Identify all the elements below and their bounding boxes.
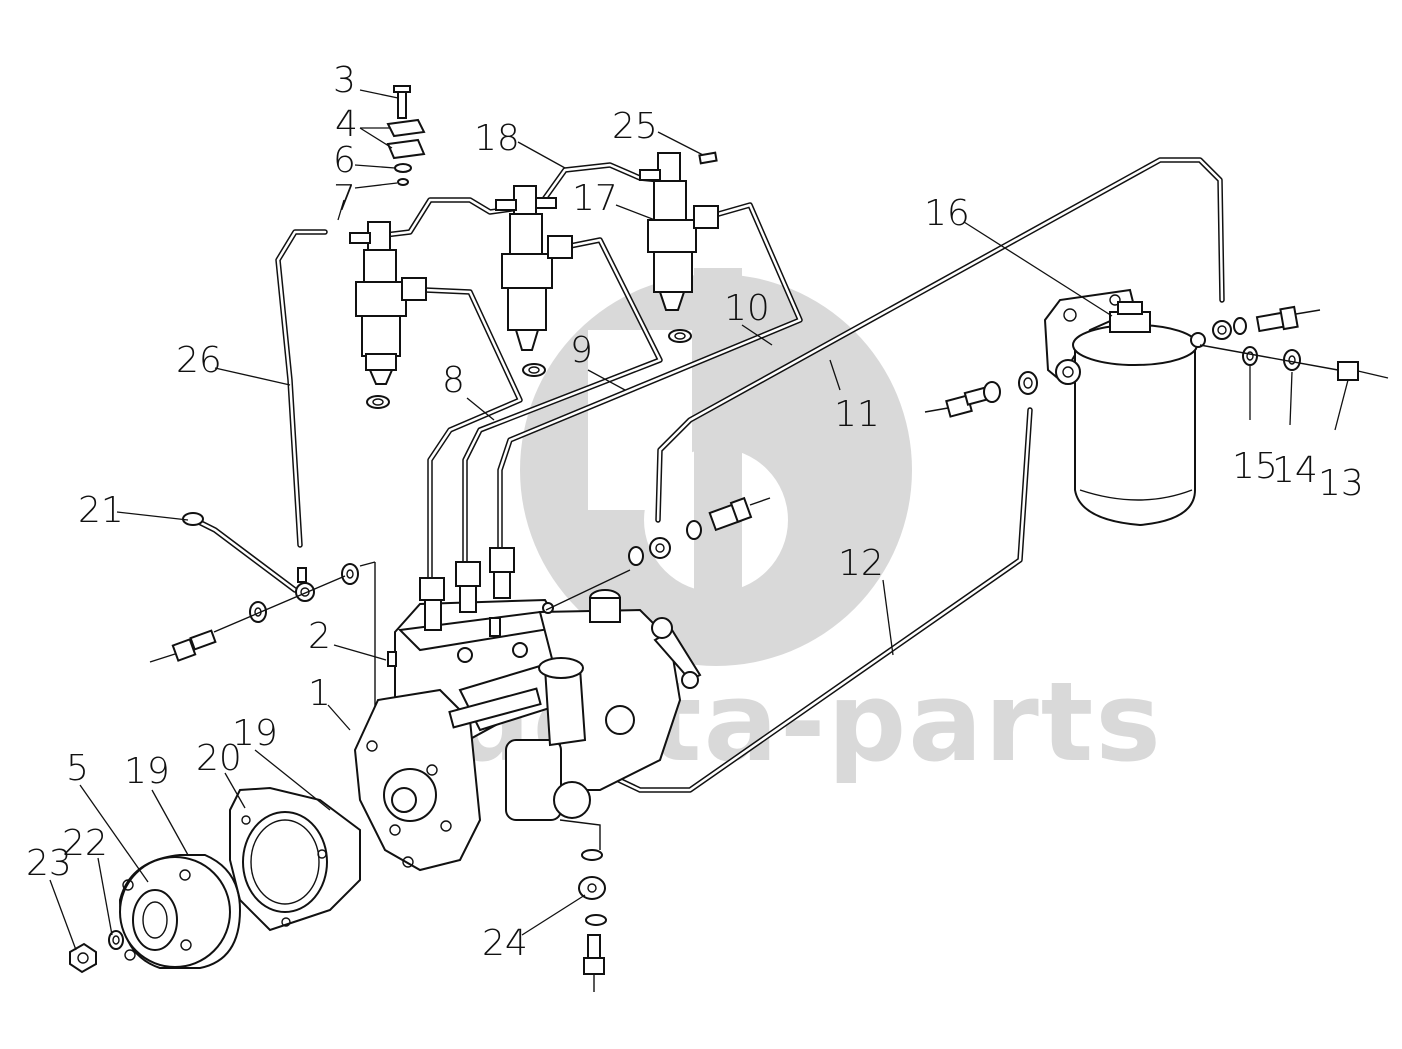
coupling-flange (229, 786, 361, 932)
leader-lines (49, 89, 1349, 951)
banjo-24 (578, 849, 607, 992)
callout-20: 20 (196, 738, 242, 779)
callout-4: 4 (335, 104, 358, 145)
callout-12: 12 (838, 543, 884, 584)
drive-hub (69, 854, 242, 974)
callout-1: 1 (308, 673, 331, 714)
callout-18: 18 (474, 118, 520, 159)
callout-25: 25 (612, 106, 658, 147)
callout-22: 22 (62, 823, 108, 864)
delivery-valves (419, 547, 515, 631)
callout-17: 17 (572, 178, 618, 219)
callout-labels: 1 2 3 4 5 6 7 8 9 10 11 12 13 14 15 16 1… (26, 60, 1364, 964)
callout-23: 23 (26, 843, 72, 884)
callout-11: 11 (834, 394, 880, 435)
callout-3: 3 (333, 60, 356, 101)
watermark-logo (520, 268, 912, 666)
callout-5: 5 (66, 748, 89, 789)
pipe-21 (182, 512, 315, 602)
pipe-26 (275, 229, 328, 548)
injector-3 (639, 152, 719, 343)
injection-pump (353, 589, 702, 872)
callout-24: 24 (482, 923, 528, 964)
filter-fittings (1199, 305, 1389, 381)
banjo-bolt-21 (149, 561, 376, 720)
callout-16: 16 (924, 193, 970, 234)
injector-pipes (422, 202, 803, 583)
return-banjo-fittings (628, 496, 771, 566)
callout-6: 6 (333, 140, 356, 181)
callout-8: 8 (442, 360, 465, 401)
callout-2: 2 (308, 616, 331, 657)
callout-10: 10 (724, 288, 770, 329)
callout-14: 14 (1272, 450, 1318, 491)
return-pipe (655, 157, 1225, 523)
callout-19b: 19 (232, 713, 278, 754)
callout-7: 7 (333, 178, 356, 219)
callout-15: 15 (1232, 446, 1278, 487)
callout-9: 9 (570, 330, 593, 371)
callout-21: 21 (78, 490, 124, 531)
callout-26: 26 (176, 340, 222, 381)
clamp-assembly (386, 85, 718, 186)
callout-19a: 19 (124, 751, 170, 792)
callout-13: 13 (1318, 463, 1364, 504)
injector-2 (495, 185, 573, 377)
injector-1 (349, 221, 427, 409)
banjo-bolt-left (924, 371, 1038, 418)
fuel-filter (1043, 288, 1206, 527)
